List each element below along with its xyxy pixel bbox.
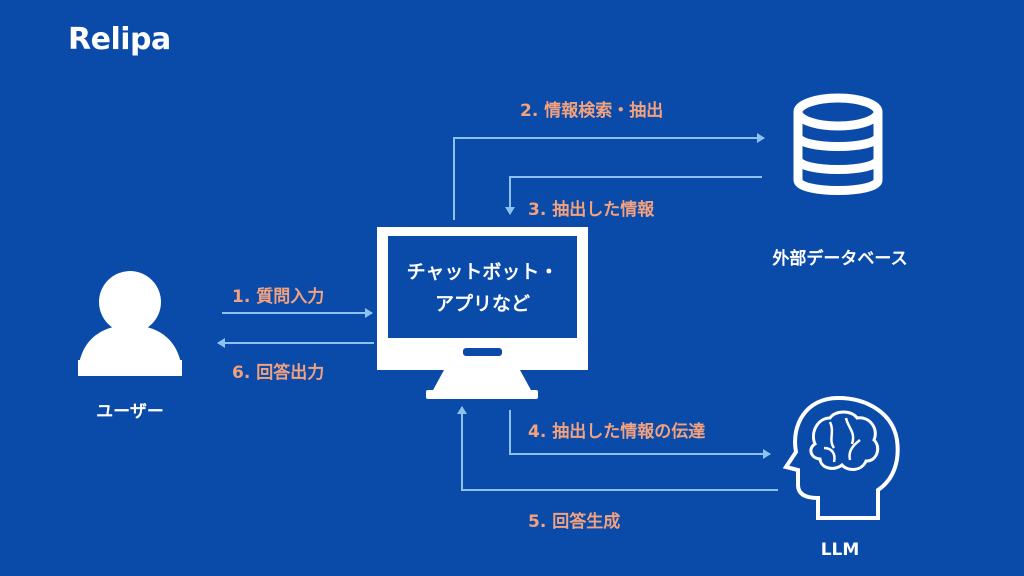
app-label-line2: アプリなど (434, 293, 530, 315)
llm-label: LLM (820, 540, 860, 560)
user-icon (78, 271, 182, 376)
step-2-label: 2. 情報検索・抽出 (520, 101, 664, 121)
user-label: ユーザー (96, 402, 164, 422)
app-label: チャットボット・ アプリなど (388, 256, 577, 320)
step-4-label: 4. 抽出した情報の伝達 (528, 422, 706, 442)
step-5-label: 5. 回答生成 (528, 512, 621, 532)
step-6-label: 6. 回答出力 (232, 363, 325, 383)
relipa-logo: Relipa (68, 22, 171, 57)
app-label-line1: チャットボット・ (406, 261, 559, 283)
step-1-label: 1. 質問入力 (232, 287, 325, 307)
database-label: 外部データベース (772, 249, 908, 269)
step-3-label: 3. 抽出した情報 (528, 200, 655, 220)
database-icon (793, 93, 883, 195)
monitor-icon (377, 227, 588, 399)
brain-head-icon (782, 395, 900, 520)
arrows (217, 133, 778, 491)
